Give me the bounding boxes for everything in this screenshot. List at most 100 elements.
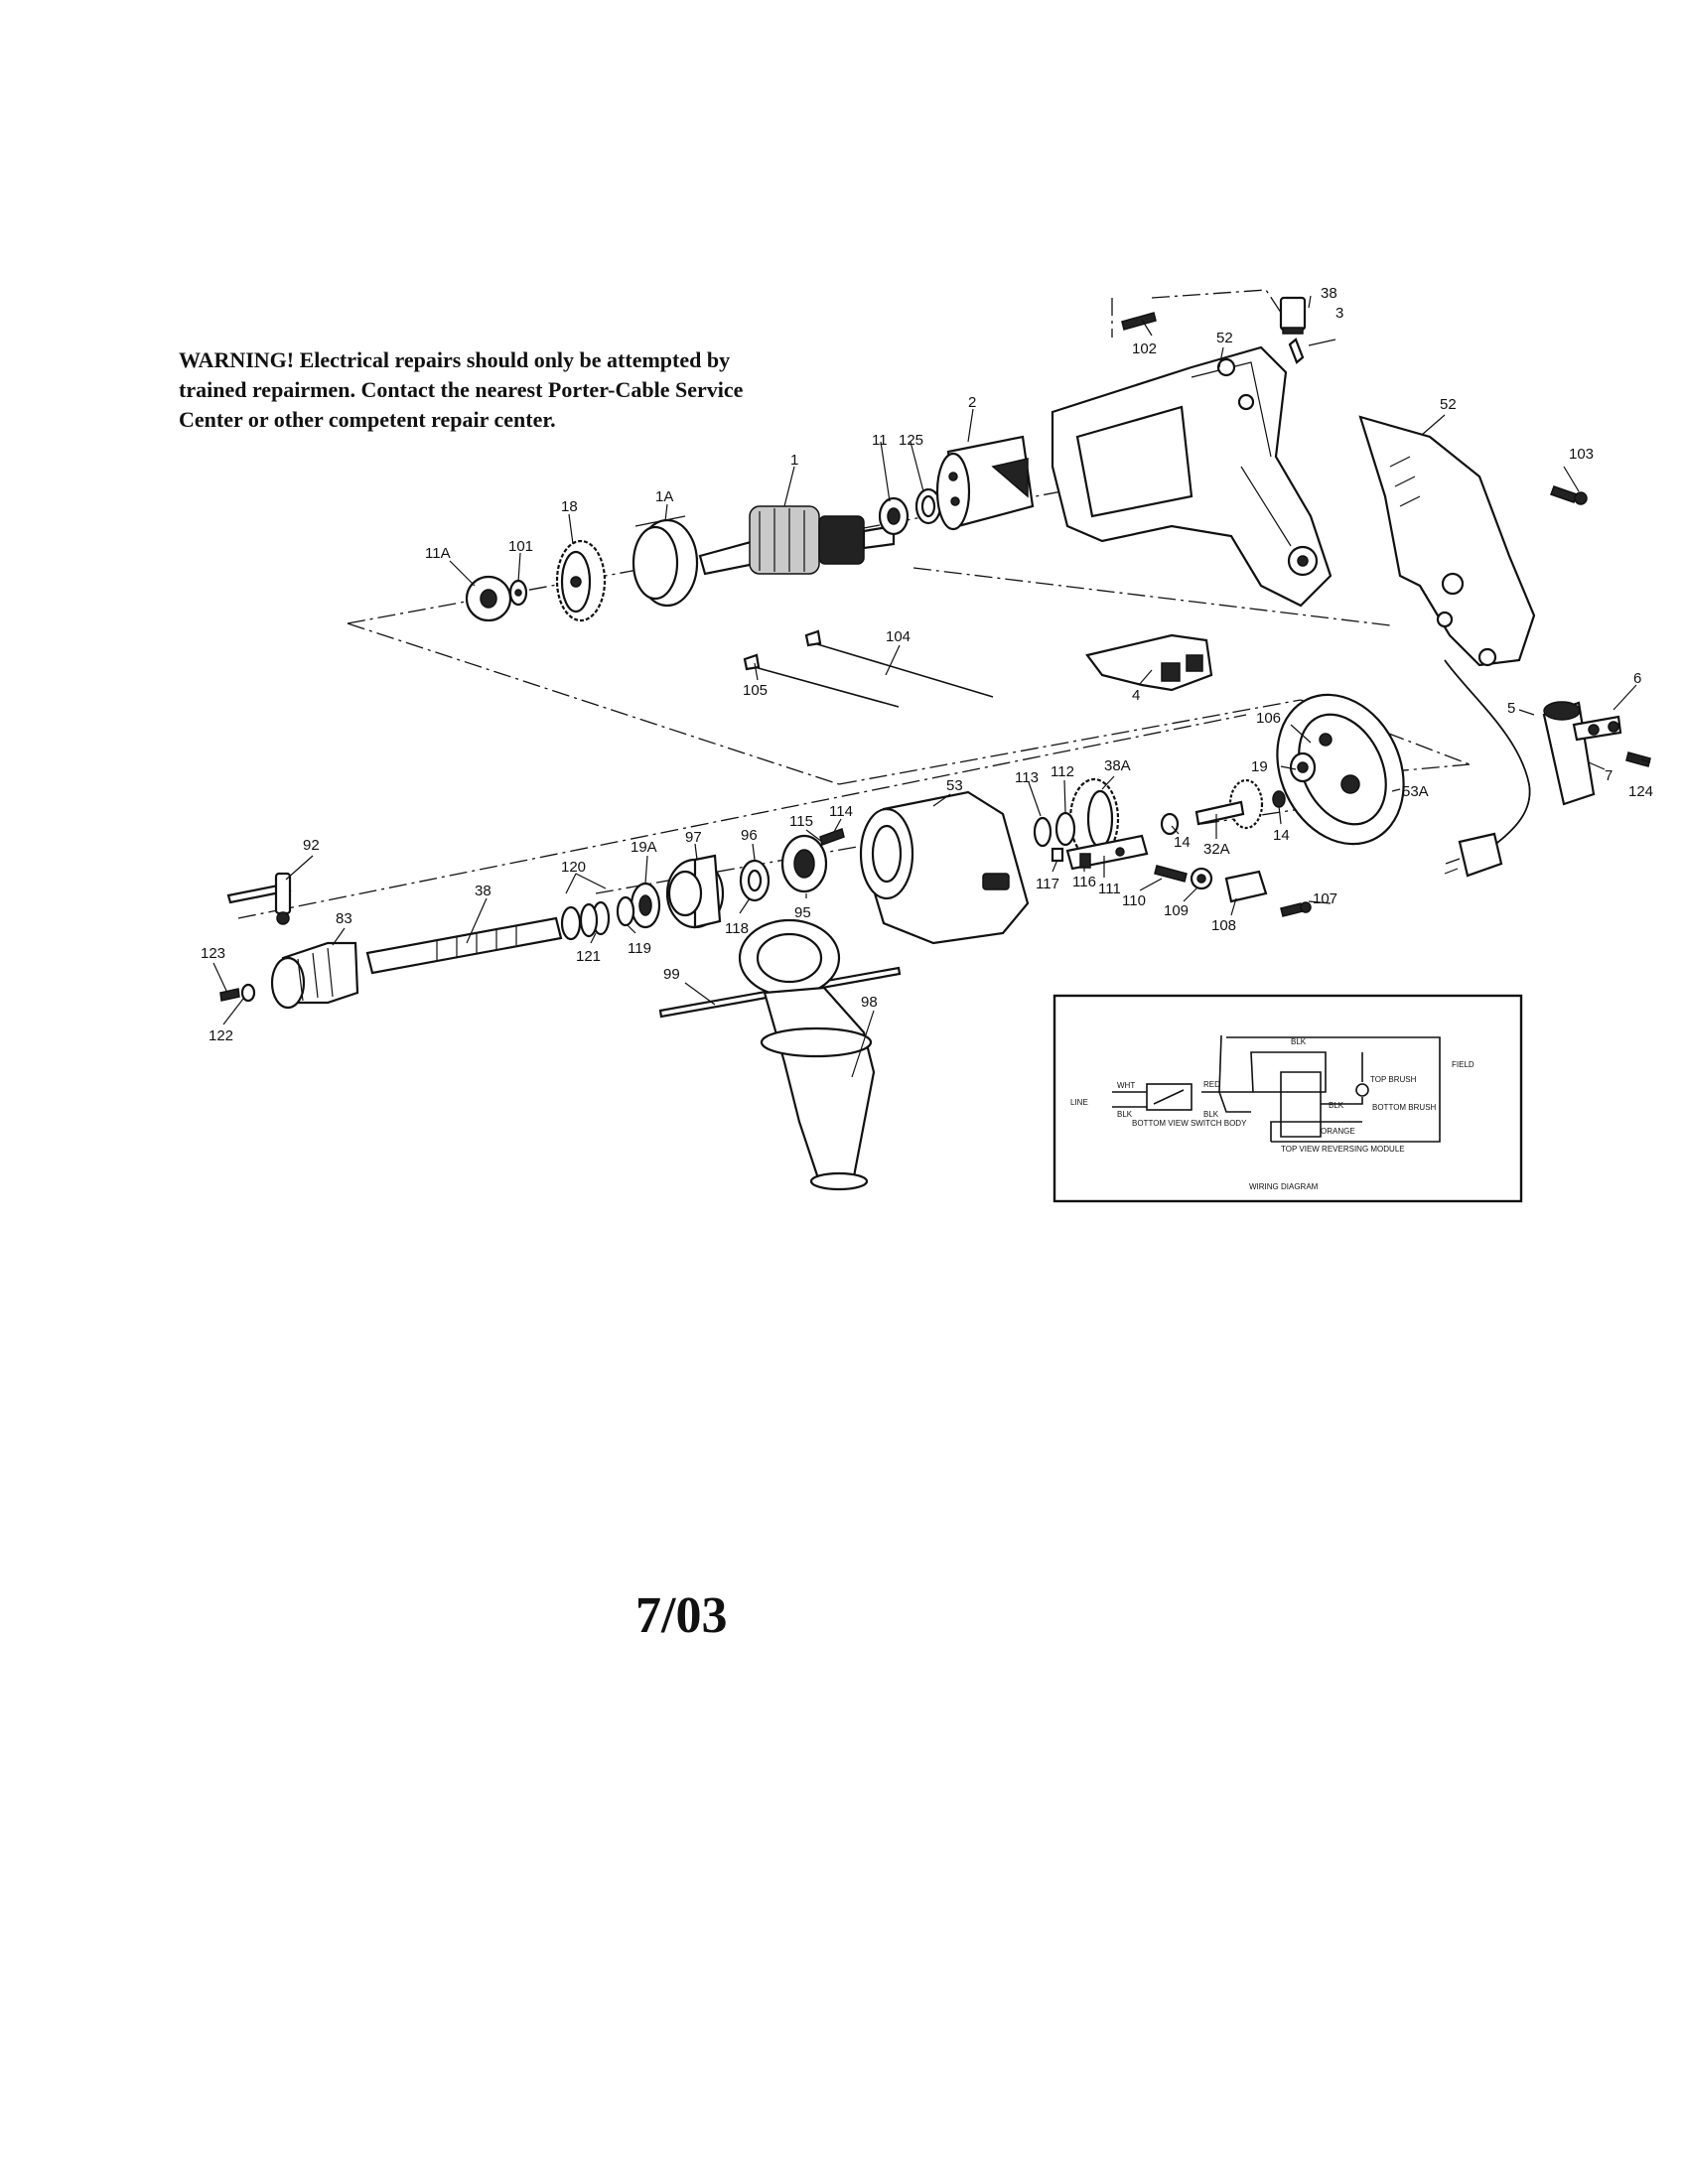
callout-119: 119 xyxy=(628,940,651,957)
callout-92: 92 xyxy=(303,837,320,854)
armature-1 xyxy=(698,505,896,576)
callout-6: 6 xyxy=(1633,670,1641,687)
callout-1a: 1A xyxy=(655,488,673,505)
callout-124: 124 xyxy=(1628,783,1653,800)
callout-108: 108 xyxy=(1211,917,1236,934)
callout-19a: 19A xyxy=(631,839,657,856)
revision-date: 7/03 xyxy=(635,1587,728,1644)
callout-11: 11 xyxy=(872,432,888,449)
callout-95: 95 xyxy=(794,904,811,921)
warning-text: WARNING! Electrical repairs should only … xyxy=(179,345,854,435)
callout-38: 38 xyxy=(475,883,491,899)
callout-113: 113 xyxy=(1015,769,1039,786)
wire-label-line: LINE xyxy=(1070,1098,1088,1107)
chuck-key-92 xyxy=(226,872,292,925)
wire-label-top-brush: TOP BRUSH xyxy=(1370,1075,1417,1084)
pin-116 xyxy=(1079,853,1091,869)
callout-14-left: 14 xyxy=(1174,834,1191,851)
callout-101: 101 xyxy=(508,538,533,555)
callout-leaders xyxy=(212,295,1651,1078)
reversing-module-caption: TOP VIEW REVERSING MODULE xyxy=(1281,1145,1405,1154)
callout-111: 111 xyxy=(1098,881,1121,897)
callout-106: 106 xyxy=(1256,710,1281,727)
callout-107: 107 xyxy=(1313,890,1337,907)
callout-1: 1 xyxy=(790,452,798,469)
cord-clamp-6 xyxy=(1572,715,1622,742)
callout-104: 104 xyxy=(886,628,911,645)
callout-105: 105 xyxy=(743,682,768,699)
washer-101 xyxy=(508,579,528,607)
button-108 xyxy=(1224,870,1268,903)
washer-112 xyxy=(1054,811,1076,847)
callout-38a: 38A xyxy=(1104,757,1131,774)
cord-protector-7 xyxy=(1542,701,1596,806)
bearing-19a xyxy=(630,882,661,929)
callout-38-top: 38 xyxy=(1321,285,1337,302)
field-2 xyxy=(935,435,1035,531)
callout-5: 5 xyxy=(1507,700,1515,717)
washer-122 xyxy=(240,983,256,1003)
callout-114: 114 xyxy=(829,803,853,820)
warning-line-2: trained repairmen. Contact the nearest P… xyxy=(179,377,744,402)
gear-case-53 xyxy=(859,790,1030,945)
screw-3 xyxy=(1288,338,1305,364)
wiring-diagram-frame xyxy=(1052,994,1523,1203)
callout-52-handle: 52 xyxy=(1440,396,1457,413)
screw-123 xyxy=(219,988,240,1002)
spindle-38 xyxy=(365,916,563,975)
switch-body-caption: BOTTOM VIEW SWITCH BODY xyxy=(1132,1119,1247,1128)
callout-123: 123 xyxy=(201,945,225,962)
side-handle-98 xyxy=(738,918,876,1191)
callout-3: 3 xyxy=(1335,305,1343,322)
switch-button-38 xyxy=(1279,296,1307,335)
handle-half-52 xyxy=(1358,415,1536,667)
callout-32a: 32A xyxy=(1203,841,1230,858)
motor-housing-52 xyxy=(1051,345,1333,608)
wiring-diagram-title: WIRING DIAGRAM xyxy=(1249,1182,1319,1191)
gear-38a xyxy=(1068,777,1120,861)
brush-wires-104-105 xyxy=(743,629,994,708)
callout-120: 120 xyxy=(561,859,586,876)
callout-115: 115 xyxy=(789,813,813,830)
wire-label-blk-mid: BLK xyxy=(1203,1110,1219,1119)
callout-99: 99 xyxy=(663,966,680,983)
ring-121 xyxy=(579,900,611,938)
callout-103: 103 xyxy=(1569,446,1594,463)
wire-label-blk-top: BLK xyxy=(1291,1037,1307,1046)
callout-110: 110 xyxy=(1122,892,1146,909)
gear-plate-53a xyxy=(1276,693,1405,846)
part-109 xyxy=(1190,867,1213,890)
chuck-83 xyxy=(270,941,359,1010)
callout-19: 19 xyxy=(1251,758,1268,775)
callout-83: 83 xyxy=(336,910,352,927)
wire-label-orange: ORANGE xyxy=(1321,1127,1355,1136)
callout-121: 121 xyxy=(576,948,601,965)
screw-107 xyxy=(1280,901,1312,917)
switch-4 xyxy=(1085,633,1213,692)
callout-53a: 53A xyxy=(1402,783,1429,800)
callout-18: 18 xyxy=(561,498,578,515)
callout-labels: 38 102 3 52 52 103 2 11 125 1 1A 18 101 … xyxy=(201,285,1653,1044)
washer-96 xyxy=(739,859,771,902)
callout-102: 102 xyxy=(1132,341,1157,357)
callout-52-housing: 52 xyxy=(1216,330,1233,346)
power-cord-5 xyxy=(1444,659,1531,878)
wire-label-red: RED xyxy=(1203,1080,1220,1089)
clutch-97 xyxy=(665,854,725,929)
bearing-11 xyxy=(878,496,910,536)
washer-113 xyxy=(1033,816,1052,848)
callout-112: 112 xyxy=(1051,763,1074,780)
bearing-11a xyxy=(465,575,512,622)
callout-116: 116 xyxy=(1072,874,1096,890)
gear-32a xyxy=(1194,778,1286,830)
wire-label-bottom-brush: BOTTOM BRUSH xyxy=(1372,1103,1437,1112)
callout-7: 7 xyxy=(1605,767,1613,784)
wire-label-blk-right: BLK xyxy=(1329,1101,1344,1110)
callout-14-right: 14 xyxy=(1273,827,1290,844)
washer-125 xyxy=(914,487,942,525)
bearing-19 xyxy=(1289,751,1317,783)
ring-1a xyxy=(632,515,699,608)
spring-110 xyxy=(1154,865,1188,883)
screw-114 xyxy=(819,828,845,846)
callout-4: 4 xyxy=(1132,687,1140,704)
